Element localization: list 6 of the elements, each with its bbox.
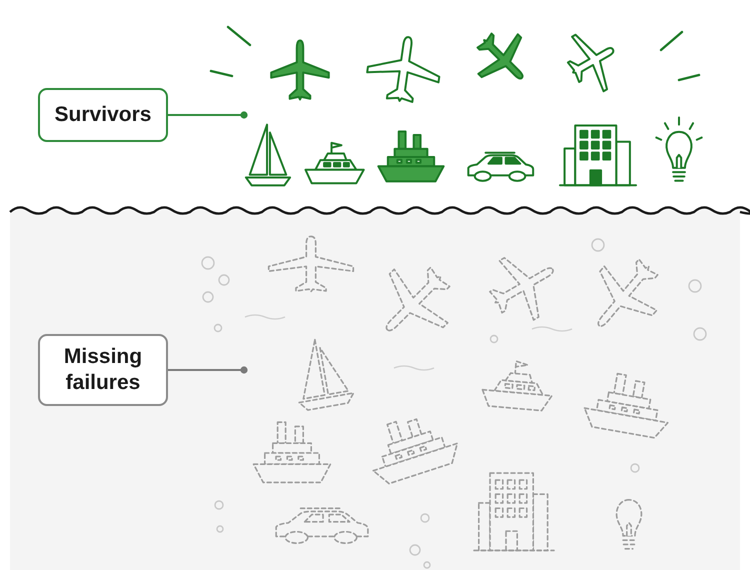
leader-line bbox=[168, 111, 248, 119]
callout-text: Survivors bbox=[54, 102, 152, 128]
callout-box bbox=[38, 88, 168, 142]
callout-text: Missing failures bbox=[62, 344, 144, 396]
leader-line bbox=[168, 366, 248, 374]
callout-box bbox=[38, 334, 168, 406]
